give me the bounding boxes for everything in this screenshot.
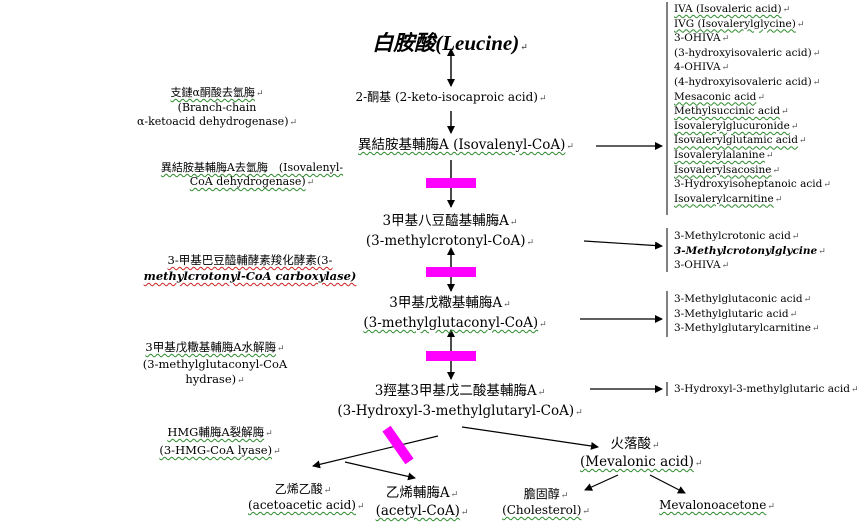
compound-methylglutaconyl-en: (3-methylglutaconyl-CoA)↵	[363, 315, 547, 331]
metabolite-item: 4-OHIVA↵	[674, 61, 730, 74]
compound-mevalonic-zh: 火落酸↵	[610, 436, 660, 452]
metabolite-item: 3-Hydroxyisoheptanoic acid↵	[674, 178, 831, 191]
enzyme-label-glutaconyl-hydrase: 3甲基戊糤基輔脢A水解脢↵ (3-methylglutaconyl-CoA hy…	[142, 340, 288, 386]
arrow-crotonyl-list	[583, 240, 663, 250]
metabolite-item: 3-Hydroxyl-3-methylglutaric acid↵	[674, 383, 859, 395]
metabolite-item: Isovalerylsacosine↵	[674, 163, 781, 176]
enzyme-block-glutaconyl-hydrase	[426, 351, 476, 361]
enzyme-block-hmg-lyase	[382, 425, 414, 465]
arrow-hmg-acetoacetic	[312, 435, 439, 469]
metabolite-item: 3-OHIVA↵	[674, 32, 730, 45]
metabolite-item: Isovalerylglutamic acid↵	[674, 134, 807, 147]
metabolite-list-crotonyl: 3-Methylcrotonic acid↵ 3-Methylcrotonylgl…	[674, 229, 826, 273]
arrow-hmg-acetyl	[344, 461, 416, 481]
compound-acetoacetic-en: (acetoacetic acid)↵	[248, 498, 365, 512]
enzyme-label-branch-chain-dehydrogenase: 支鏈α酮酸去氫脢↵ (Branch-chain α-ketoacid dehyd…	[136, 86, 298, 128]
compound-keto-isocaproic: 2-酮基 (2-keto-isocaproic acid)↵	[355, 90, 547, 104]
metabolite-item: 3-Methylglutarylcarnitine↵	[674, 322, 820, 335]
compound-mevalonic-en: (Mevalonic acid)↵	[580, 454, 703, 470]
compound-cholesterol-zh: 膽固醇↵	[523, 487, 569, 501]
metabolite-item: Isovalerylcarnitine↵	[674, 192, 783, 205]
page-title: 白胺酸(Leucine)↵	[372, 31, 528, 55]
metabolite-item: 3-Methylglutaconic acid↵	[674, 293, 812, 305]
metabolite-list-hmg: 3-Hydroxyl-3-methylglutaric acid↵	[674, 382, 859, 397]
compound-cholesterol-en: (Cholesterol)↵	[502, 503, 590, 517]
metabolite-item: IVA (Isovaleric acid)↵	[674, 3, 791, 15]
metabolite-item: 3-Methylglutaric acid↵	[674, 307, 798, 320]
compound-methylcrotonyl-en: (3-methylcrotonyl-CoA)↵	[365, 233, 535, 249]
arrow-mevalonic-mevalonoacetone	[649, 474, 686, 494]
metabolite-item: Mesaconic acid↵	[674, 90, 765, 103]
metabolite-item: 3-OHIVA↵	[674, 259, 730, 272]
compound-acetyl-coa-zh: 乙烯輔脢A↵	[385, 485, 459, 501]
compound-acetyl-coa-en: (acetyl-CoA)↵	[375, 503, 469, 519]
metabolite-item: Methylsuccinic acid↵	[674, 105, 789, 118]
metabolite-item: (4-hydroxyisovaleric acid)↵	[674, 75, 821, 88]
enzyme-block-crotonyl-carboxylase	[426, 267, 476, 277]
metabolite-list-isovaleryl: IVA (Isovaleric acid)↵ IVG (Isovalerylgly…	[674, 2, 831, 206]
enzyme-label-isovaleryl-dehydrogenase: 異結胺基輔脢A去氫脢 (Isovalenyl- CoA dehydrogenas…	[160, 161, 344, 188]
compound-mevalonoacetone: Mevalonoacetone↵	[659, 498, 775, 512]
metabolite-item: Isovalerylalanine↵	[674, 148, 774, 161]
compound-isovaleryl-coa: 異結胺基輔脢A (Isovalenyl-CoA)↵	[358, 137, 574, 153]
compound-methylcrotonyl-zh: 3甲基八豆醯基輔脢A↵	[382, 213, 518, 229]
compound-acetoacetic-zh: 乙烯乙酸↵	[274, 482, 332, 496]
compound-hmg-coa-zh: 3羥基3甲基戊二酸基輔脢A↵	[374, 383, 546, 399]
metabolite-item: 3-Methylcrotonic acid↵	[674, 230, 800, 242]
arrow-hmg-mevalonic	[461, 426, 599, 450]
arrow-mevalonic-cholesterol	[584, 474, 619, 491]
enzyme-block-isovaleryl-dehydrogenase	[426, 178, 476, 188]
metabolite-item: 3-Methylcrotonylglycine↵	[674, 244, 826, 257]
metabolite-item: Isovalerylglucuronide↵	[674, 119, 799, 132]
compound-hmg-coa-en: (3-Hydroxyl-3-methylglutaryl-CoA)↵	[337, 403, 583, 419]
metabolite-item: IVG (Isovalerylglycine)↵	[674, 17, 805, 30]
enzyme-label-hmg-lyase: HMG輔脢A裂解脢↵ (3-HMG-CoA lyase)↵	[159, 425, 281, 457]
metabolite-list-glutaconyl: 3-Methylglutaconic acid↵ 3-Methylglutaric…	[674, 292, 819, 336]
enzyme-label-crotonyl-carboxylase: 3-甲基巴豆醯輔酵素羧化酵素(3- methylcrotonyl-CoA car…	[143, 253, 357, 283]
metabolite-item: (3-hydroxyisovaleric acid)↵	[674, 46, 821, 59]
compound-methylglutaconyl-zh: 3甲基戊糤基輔脢A↵	[389, 295, 511, 311]
